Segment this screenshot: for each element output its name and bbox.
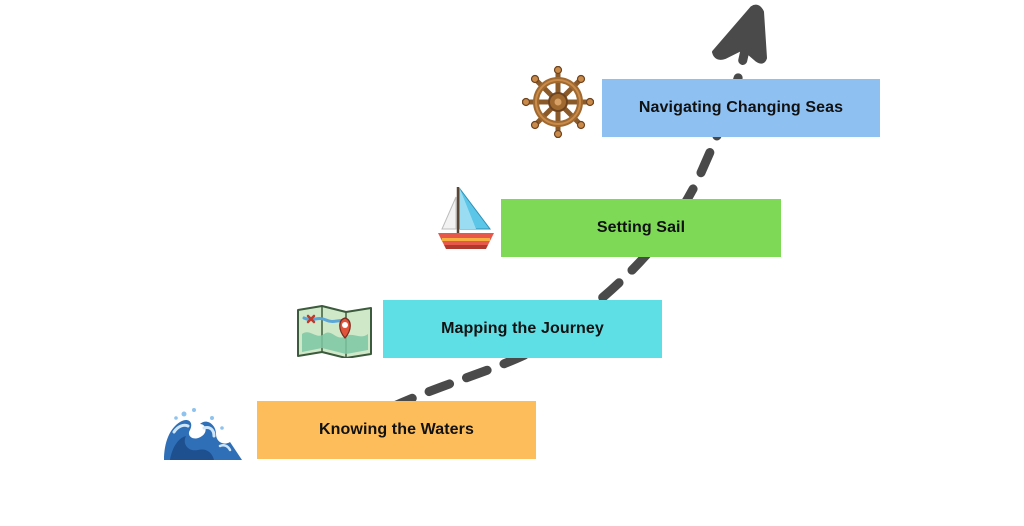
step-box-mapping-the-journey: Mapping the Journey xyxy=(383,300,662,358)
map-icon xyxy=(297,305,372,358)
step-box-knowing-the-waters: Knowing the Waters xyxy=(257,401,536,459)
step-box-navigating-changing-seas: Navigating Changing Seas xyxy=(602,79,880,137)
step-label: Knowing the Waters xyxy=(319,421,474,438)
step-label: Setting Sail xyxy=(596,219,686,236)
step-label: Navigating Changing Seas xyxy=(638,99,844,116)
arrow-head-icon xyxy=(712,4,767,64)
waves-icon xyxy=(164,408,242,460)
step-label: Mapping the Journey xyxy=(441,320,604,337)
ships-wheel-icon xyxy=(522,66,594,138)
sailboat-icon xyxy=(438,187,494,249)
step-box-setting-sail: Setting Sail xyxy=(501,199,781,257)
